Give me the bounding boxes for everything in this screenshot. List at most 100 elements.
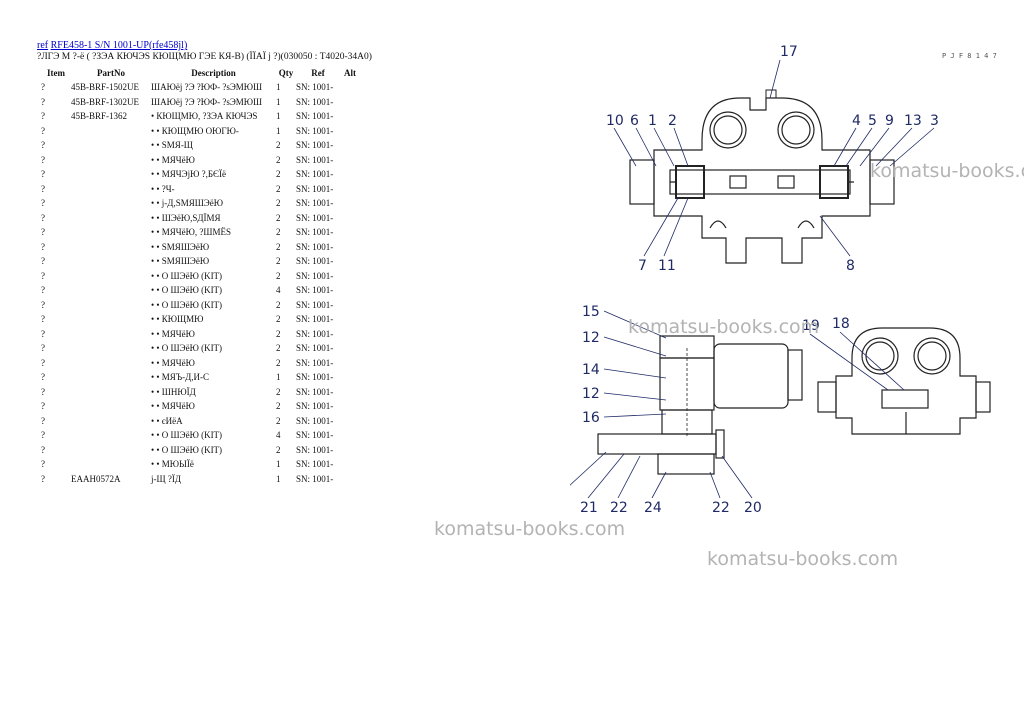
cell-item: ? <box>41 473 45 484</box>
cell-alt <box>340 80 360 95</box>
cell-qty: 1 <box>276 82 281 93</box>
cell-qty: 2 <box>276 183 281 194</box>
callout-12b: 12 <box>582 386 600 402</box>
callout-16: 16 <box>582 410 600 426</box>
cell-partno <box>71 254 151 269</box>
callout-18: 18 <box>832 316 850 332</box>
cell-description: • • МЯЧёЮ <box>151 401 195 412</box>
callout-4: 4 <box>852 113 861 129</box>
cell-alt <box>340 414 360 429</box>
cell-item: ? <box>41 241 45 252</box>
cell-description: • • О ШЭёЮ (KIT) <box>151 343 223 354</box>
watermark: komatsu-books.com <box>628 316 820 338</box>
cell-alt <box>340 327 360 342</box>
col-ref: Ref <box>311 68 325 78</box>
cell-ref: SN: 1001- <box>296 111 334 122</box>
cell-qty: 1 <box>276 125 281 136</box>
cell-alt <box>340 399 360 414</box>
cell-alt <box>340 312 360 327</box>
cell-partno <box>71 283 151 298</box>
ref-link[interactable]: ref <box>37 40 49 51</box>
cell-partno <box>71 312 151 327</box>
cell-ref: SN: 1001- <box>296 198 334 209</box>
page-title: ?ЛГЭ М ?-ё ( ?ЗЭА КЮЧЭS КЮЩМЮ ГЭЕ КЯ-В) … <box>37 52 372 62</box>
valve-exploded-diagram: P J F 8 1 4 7 17 10 6 1 2 4 5 9 13 3 <box>570 44 997 516</box>
cell-item: ? <box>41 198 45 209</box>
cell-ref: SN: 1001- <box>296 125 334 136</box>
cell-ref: SN: 1001- <box>296 357 334 368</box>
cell-description: • • єИёА <box>151 415 183 426</box>
cell-item: ? <box>41 285 45 296</box>
cell-qty: 2 <box>276 401 281 412</box>
cell-qty: 1 <box>276 111 281 122</box>
cell-alt <box>340 211 360 226</box>
cell-ref: SN: 1001- <box>296 183 334 194</box>
cell-partno <box>71 225 151 240</box>
table-header-row: Item PartNo Description Qty Ref Alt <box>36 66 360 80</box>
drawing-code: P J F 8 1 4 7 <box>942 52 997 60</box>
cell-partno <box>71 370 151 385</box>
cell-partno: 45B-BRF-1302UE <box>71 96 140 107</box>
cell-ref: SN: 1001- <box>296 256 334 267</box>
cell-partno <box>71 182 151 197</box>
col-partno: PartNo <box>97 68 125 78</box>
callout-3: 3 <box>930 113 939 129</box>
cell-ref: SN: 1001- <box>296 444 334 455</box>
cell-qty: 2 <box>276 314 281 325</box>
cell-alt <box>340 283 360 298</box>
cell-description: • • О ШЭёЮ (KIT) <box>151 444 223 455</box>
cell-ref: SN: 1001- <box>296 473 334 484</box>
cell-alt <box>340 370 360 385</box>
cell-item: ? <box>41 183 45 194</box>
callout-7: 7 <box>638 258 647 274</box>
cell-alt <box>340 428 360 443</box>
cell-item: ? <box>41 82 45 93</box>
cell-alt <box>340 196 360 211</box>
cell-description: ШАЮёj ?Э ?ЮФ- ?sЭМЮШ <box>151 96 263 107</box>
cell-ref: SN: 1001- <box>296 270 334 281</box>
cell-partno <box>71 457 151 472</box>
valve-end-view <box>817 327 991 435</box>
callout-17: 17 <box>780 44 798 60</box>
cell-qty: 2 <box>276 154 281 165</box>
cell-description: • • SМЯШЭёЮ <box>151 241 210 252</box>
cell-description: • • МЯЧёЮ <box>151 154 195 165</box>
cell-ref: SN: 1001- <box>296 285 334 296</box>
cell-item: ? <box>41 96 45 107</box>
cell-description: • • ?Ч- <box>151 183 175 194</box>
cell-partno <box>71 153 151 168</box>
watermark: komatsu-books.com <box>707 548 899 570</box>
callout-8: 8 <box>846 258 855 274</box>
cell-ref: SN: 1001- <box>296 314 334 325</box>
callout-24: 24 <box>644 500 662 516</box>
cell-ref: SN: 1001- <box>296 169 334 180</box>
cell-description: • • МЯЪ-Д,И-С <box>151 372 210 383</box>
callout-22b: 22 <box>712 500 730 516</box>
cell-description: • • О ШЭёЮ (KIT) <box>151 299 223 310</box>
cell-ref: SN: 1001- <box>296 299 334 310</box>
cell-partno: 45B-BRF-1362 <box>71 111 128 122</box>
cell-item: ? <box>41 227 45 238</box>
cell-alt <box>340 167 360 182</box>
cell-item: ? <box>41 343 45 354</box>
cell-partno: 45B-BRF-1502UE <box>71 82 140 93</box>
cell-partno <box>71 399 151 414</box>
cell-ref: SN: 1001- <box>296 401 334 412</box>
model-link[interactable]: RFE458-1 S/N 1001-UP(rfe458jl) <box>50 40 188 51</box>
cell-item: ? <box>41 459 45 470</box>
cell-description: • • МЯЧЭjЮ ?,БЄЇё <box>151 169 226 180</box>
cell-partno <box>71 298 151 313</box>
cell-ref: SN: 1001- <box>296 227 334 238</box>
